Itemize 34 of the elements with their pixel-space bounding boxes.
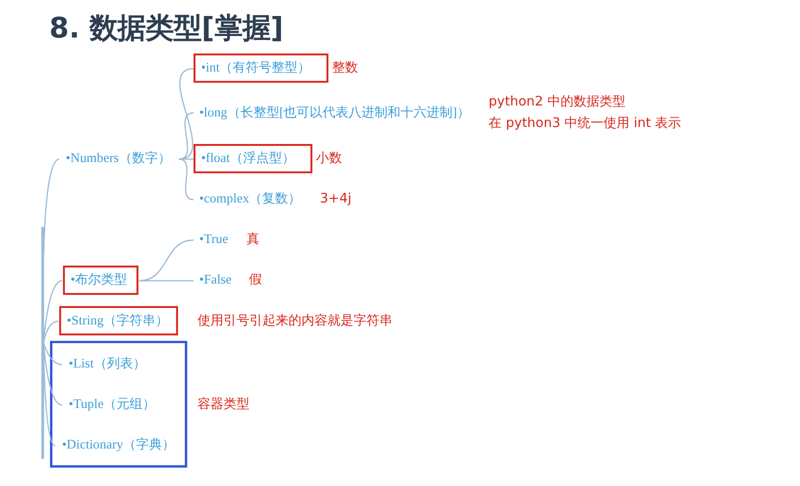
cluster	[50, 340, 187, 468]
node-label: 容器类型	[196, 397, 249, 412]
node-label: 3+4j	[319, 192, 351, 207]
connector	[138, 280, 194, 282]
node-box: •布尔类型	[62, 266, 138, 295]
connector	[178, 158, 194, 200]
node-text: •False	[198, 272, 232, 287]
diagram-title: 8. 数据类型[掌握]	[48, 11, 283, 44]
node-text: •True	[198, 231, 228, 246]
connector	[42, 342, 62, 366]
node-label: 整数	[332, 60, 358, 76]
node-text: •List（列表）	[68, 356, 146, 371]
node-label: 真	[246, 232, 259, 248]
node-text: •complex（复数）	[198, 190, 301, 206]
node-label: 使用引号引起来的内容就是字符串	[196, 313, 392, 328]
node-text: •Dictionary（字典）	[62, 436, 175, 452]
node-text: •Tuple（元组）	[68, 396, 156, 412]
node-label: 小数	[316, 151, 342, 166]
node-box: •float（浮点型）	[193, 144, 312, 174]
connector	[42, 158, 59, 254]
node-label: 在 python3 中统一使用 int 表示	[488, 116, 681, 132]
connector	[42, 342, 62, 406]
node-text: •long（长整型[也可以代表八进制和十六进制]）	[198, 104, 470, 120]
connector	[138, 240, 194, 282]
node-label: python2 中的数据类型	[488, 94, 625, 110]
node-box: •int（有符号整型）	[193, 54, 328, 83]
connector	[178, 112, 194, 160]
node-box: •String（字符串）	[58, 306, 178, 336]
connector	[42, 280, 62, 343]
node-text: •Numbers（数字）	[65, 150, 170, 166]
node-label: 假	[248, 272, 262, 288]
connector	[178, 68, 194, 160]
connector	[42, 320, 58, 343]
node-bar	[40, 226, 44, 459]
